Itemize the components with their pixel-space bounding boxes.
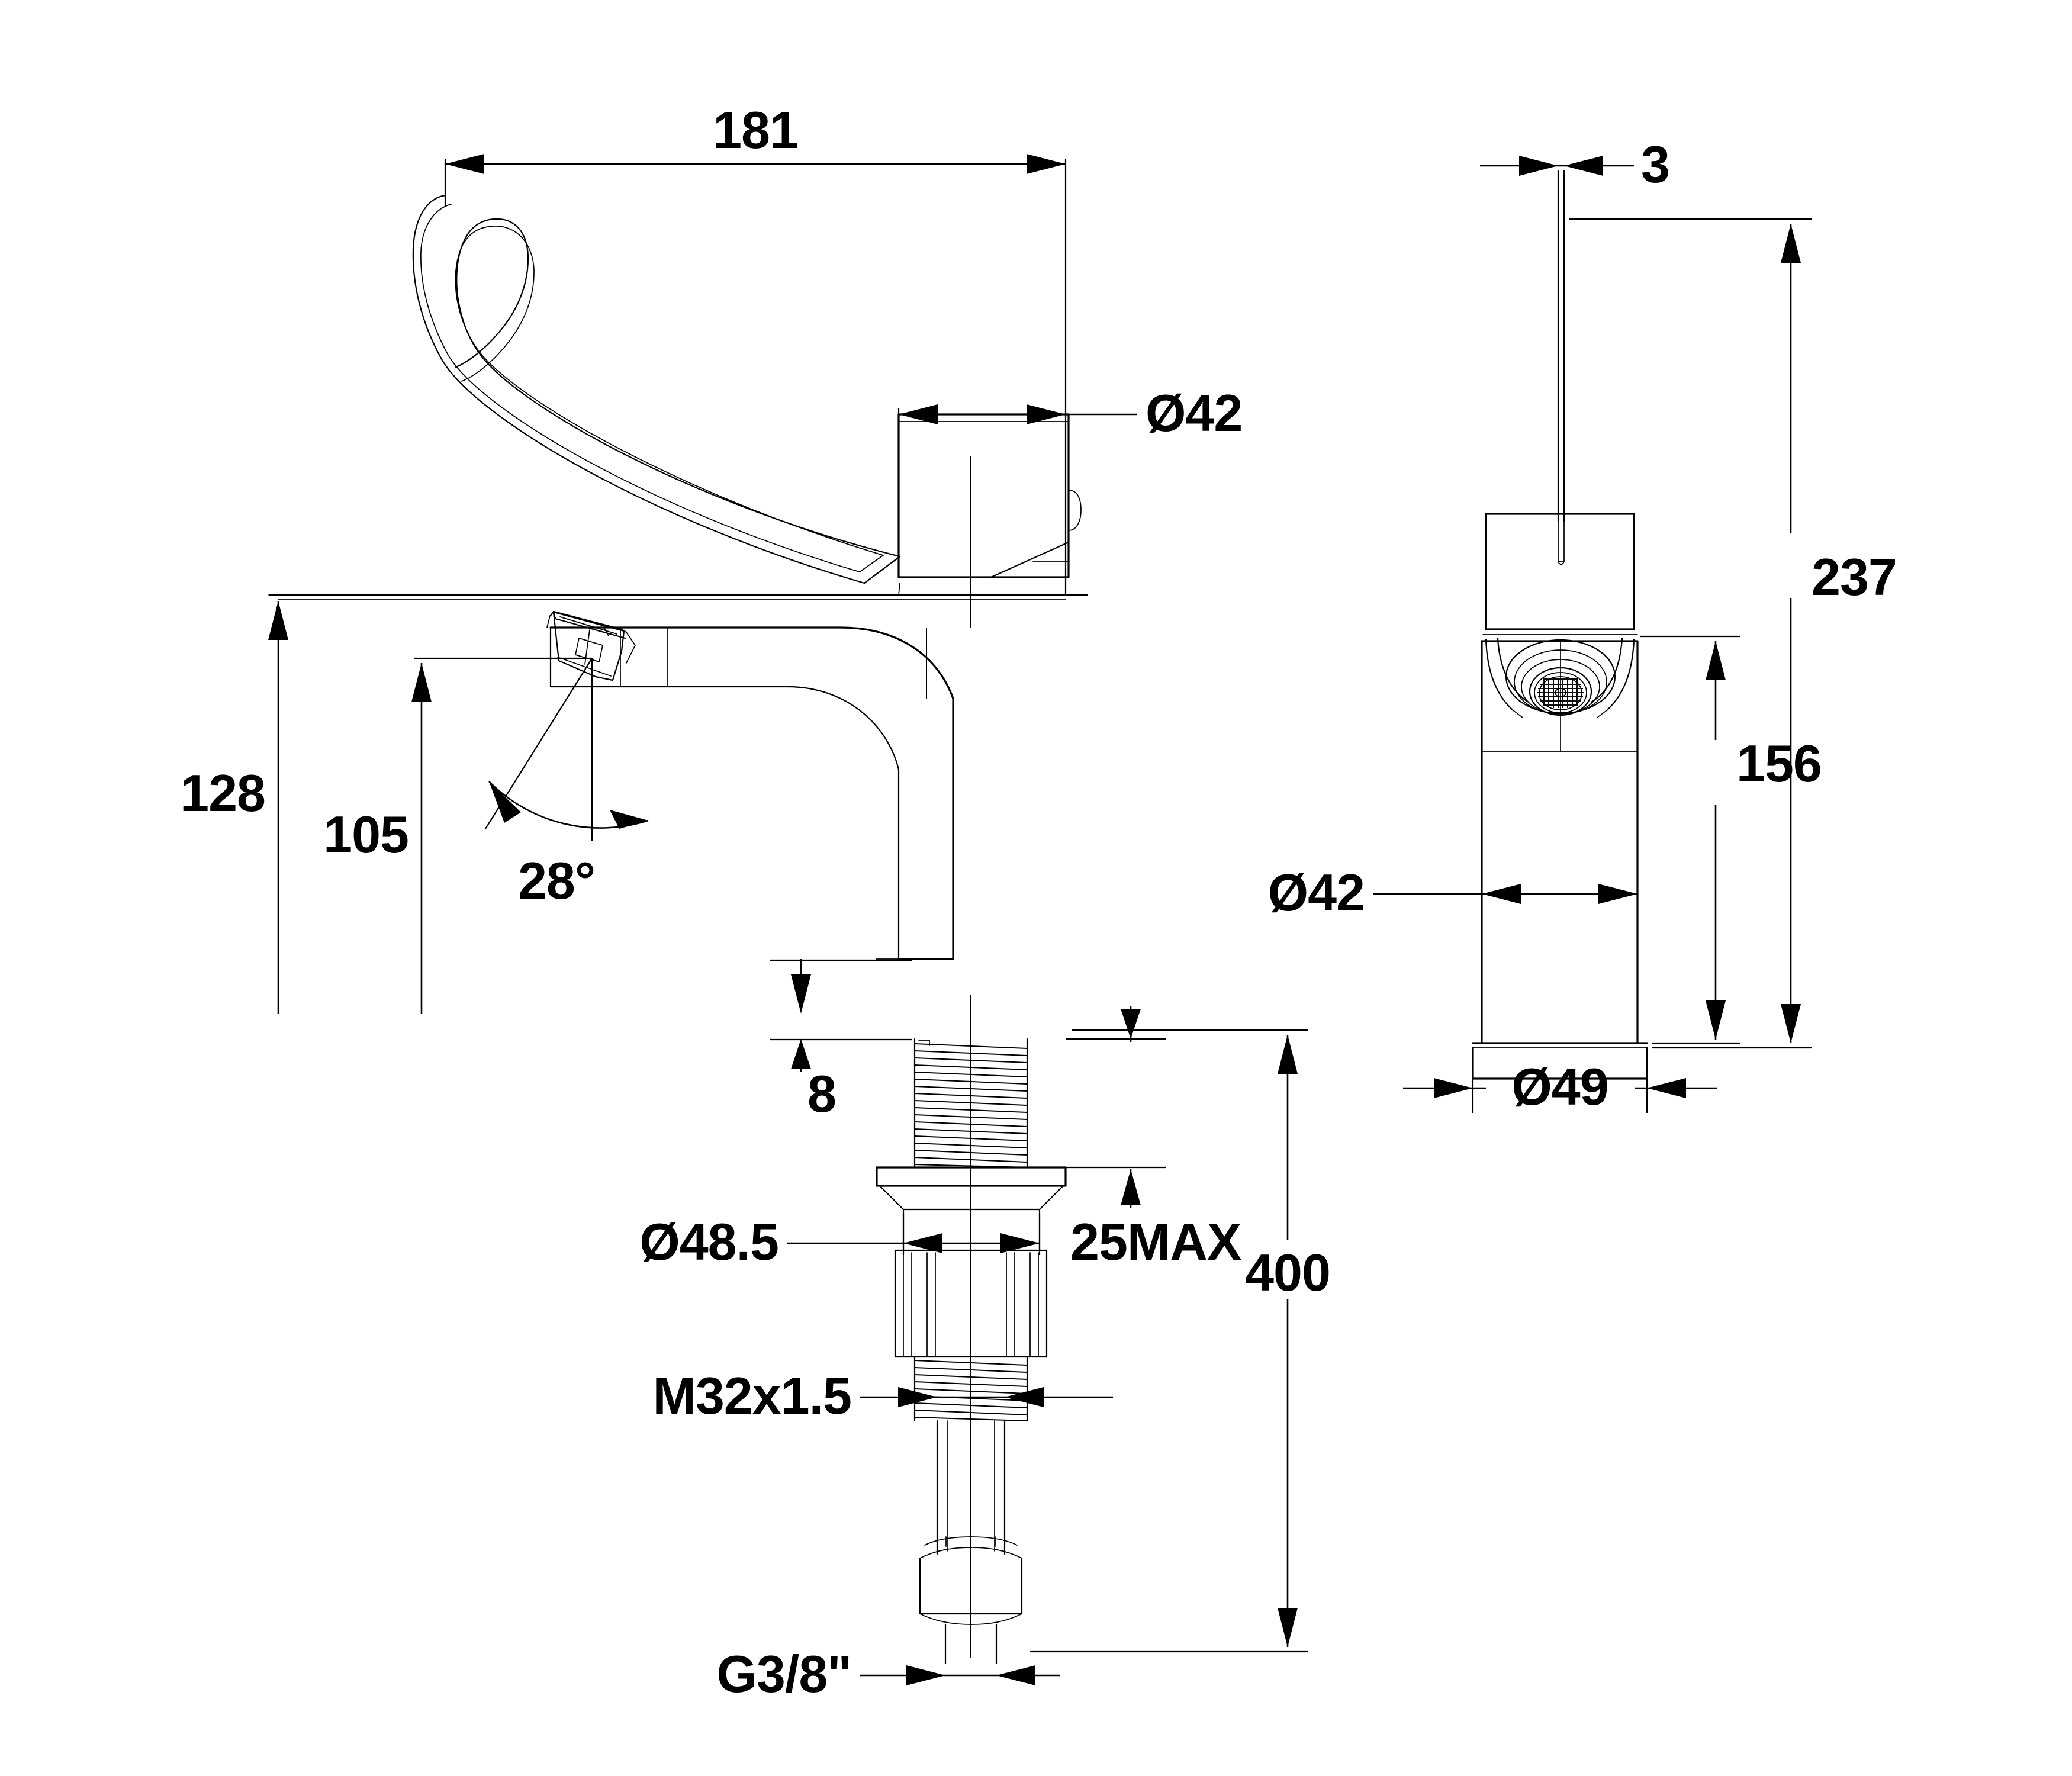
dim-128: 128 bbox=[180, 594, 1087, 1014]
dim-400: 400 bbox=[1030, 1029, 1331, 1653]
dim-label-hose-length: 400 bbox=[1245, 1243, 1330, 1302]
dim-label-height-105: 105 bbox=[323, 805, 408, 864]
dim-label-supply-thread: G3/8" bbox=[716, 1645, 851, 1703]
dim-d42-side: Ø42 bbox=[1268, 863, 1637, 922]
dim-label-base-diameter: Ø49 bbox=[1511, 1057, 1608, 1116]
dim-181: 181 bbox=[444, 101, 1067, 596]
dim-g38: G3/8" bbox=[716, 1645, 1060, 1703]
aerator-mesh bbox=[1537, 678, 1584, 708]
dim-label-body-diameter-front: Ø42 bbox=[1146, 384, 1242, 442]
dim-label-max-deck-thickness: 25MAX bbox=[1070, 1212, 1241, 1271]
dim-label-height-128: 128 bbox=[180, 764, 265, 822]
dim-label-aerator-angle: 28° bbox=[518, 851, 595, 910]
lever-handle-front bbox=[412, 194, 901, 584]
dim-105: 105 bbox=[323, 657, 592, 1014]
dim-3: 3 bbox=[1480, 135, 1670, 194]
dim-label-shank-thread: M32x1.5 bbox=[653, 1366, 851, 1425]
aerator-front bbox=[546, 610, 636, 681]
dim-d485: Ø48.5 bbox=[639, 1212, 1041, 1271]
dim-label-total-height: 237 bbox=[1812, 548, 1897, 606]
supply-hose-front bbox=[936, 1420, 1006, 1555]
center-lines bbox=[926, 456, 971, 1658]
dim-8: 8 bbox=[770, 959, 912, 1123]
dim-label-washer-diameter: Ø48.5 bbox=[639, 1212, 778, 1271]
dim-label-spout-height-side: 156 bbox=[1736, 734, 1822, 793]
lever-handle-side bbox=[1557, 169, 1565, 522]
dim-d42-front: Ø42 bbox=[897, 384, 1243, 442]
dim-28deg: 28° bbox=[485, 658, 649, 910]
dim-25max: 25MAX bbox=[1066, 1006, 1242, 1271]
dim-156: 156 bbox=[1640, 635, 1822, 1044]
handle-cap-side bbox=[1485, 513, 1635, 630]
dim-m32: M32x1.5 bbox=[653, 1366, 1113, 1425]
dim-d49: Ø49 bbox=[1403, 1055, 1717, 1116]
spout-body-front bbox=[549, 626, 954, 960]
dim-237: 237 bbox=[1569, 218, 1897, 1049]
body-column-side bbox=[1481, 634, 1639, 1044]
aerator-side bbox=[1485, 637, 1635, 718]
dim-label-body-diameter-side: Ø42 bbox=[1268, 863, 1365, 922]
dim-label-collar-8: 8 bbox=[807, 1064, 836, 1123]
dim-label-spout-reach: 181 bbox=[713, 101, 798, 159]
dim-label-lever-thickness: 3 bbox=[1641, 135, 1669, 194]
locking-nut-front bbox=[894, 1249, 1048, 1358]
